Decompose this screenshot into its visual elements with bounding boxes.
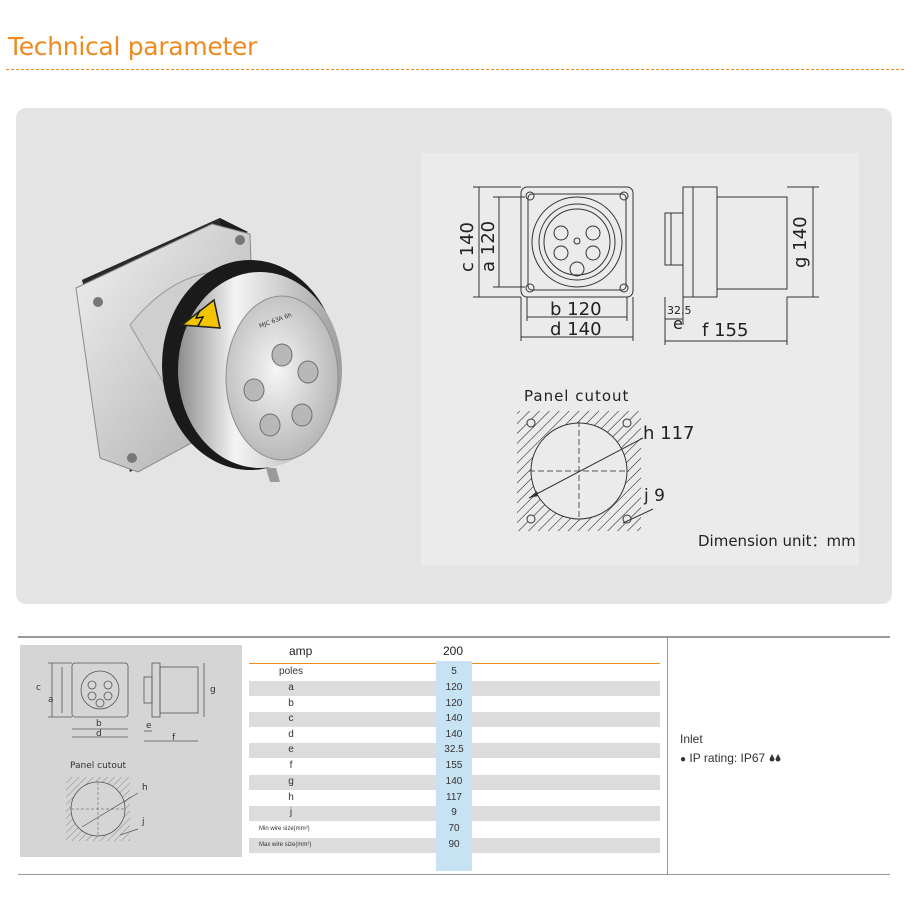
dim-e-letter: e bbox=[673, 314, 683, 333]
thumb-label-c: c bbox=[36, 683, 41, 693]
row-value: 117 bbox=[446, 792, 462, 803]
row-name: Max wire size(mm²) bbox=[259, 842, 312, 848]
table-row-values: 140 bbox=[249, 728, 660, 743]
product-type: Inlet bbox=[680, 732, 703, 746]
spec-header-name: amp bbox=[289, 644, 313, 658]
row-name: j bbox=[289, 807, 293, 818]
row-value: 5 bbox=[451, 666, 457, 677]
row-value: 90 bbox=[448, 839, 460, 850]
table-row: poles bbox=[249, 665, 660, 680]
table-row-values: 90 bbox=[249, 838, 660, 853]
bullet-icon: ● bbox=[680, 754, 687, 765]
page-title: Technical parameter bbox=[8, 32, 258, 61]
ip-rating-line: ● IP rating: IP67 bbox=[680, 751, 781, 765]
water-drops-icon bbox=[769, 754, 781, 762]
row-name: Min wire size(mm²) bbox=[259, 826, 310, 832]
row-value: 9 bbox=[451, 807, 457, 818]
table-row: h bbox=[249, 791, 660, 806]
thumb-label-h: h bbox=[142, 783, 148, 793]
row-name: b bbox=[288, 698, 294, 709]
thumb-label-f: f bbox=[172, 733, 176, 743]
row-name: d bbox=[288, 729, 294, 740]
table-row-values: 140 bbox=[249, 775, 660, 790]
dim-a-label: a 120 bbox=[478, 220, 499, 272]
row-value: 140 bbox=[445, 713, 463, 724]
table-row-values: 140 bbox=[249, 712, 660, 727]
dim-b-label: b 120 bbox=[550, 299, 602, 320]
row-name: f bbox=[289, 760, 293, 771]
thumb-label-e: e bbox=[146, 721, 152, 731]
row-value: 120 bbox=[445, 682, 463, 693]
table-row: d bbox=[249, 728, 660, 743]
row-name: e bbox=[288, 744, 294, 755]
table-row-values: 117 bbox=[249, 791, 660, 806]
row-name: c bbox=[288, 713, 294, 724]
row-value: 140 bbox=[445, 729, 463, 740]
table-row: Min wire size(mm²) bbox=[249, 822, 660, 837]
table-row-values: 155 bbox=[249, 759, 660, 774]
table-top-rule bbox=[18, 636, 890, 638]
title-divider bbox=[6, 69, 904, 70]
table-row-values: 70 bbox=[249, 822, 660, 837]
thumbnail-drawing: c a b d e f g Panel cutout h j bbox=[20, 645, 242, 857]
row-value: 140 bbox=[445, 776, 463, 787]
thumb-cutout-title: Panel cutout bbox=[70, 761, 127, 771]
value-column-highlight bbox=[436, 661, 472, 871]
row-value: 120 bbox=[445, 698, 463, 709]
row-value: 32.5 bbox=[444, 744, 464, 755]
dim-f-label: f 155 bbox=[702, 320, 749, 341]
thumb-label-b: b bbox=[96, 719, 102, 729]
table-row-values: 120 bbox=[249, 681, 660, 696]
table-row-values: 5 bbox=[249, 665, 660, 680]
dimension-lines bbox=[473, 186, 819, 531]
dim-h-label: h 117 bbox=[643, 423, 695, 444]
spec-header-value: 200 bbox=[443, 644, 464, 658]
table-row-values: 120 bbox=[249, 697, 660, 712]
table-row-values: 32.5 bbox=[249, 743, 660, 758]
dim-c-label: c 140 bbox=[457, 222, 478, 272]
thumb-label-g: g bbox=[210, 685, 216, 695]
thumbnail-lines bbox=[48, 662, 205, 841]
info-divider bbox=[667, 637, 668, 874]
ip-rating-text: IP rating: IP67 bbox=[689, 751, 766, 765]
row-name: g bbox=[288, 776, 294, 787]
dim-j-label: j 9 bbox=[644, 486, 665, 506]
cutout-title: Panel cutout bbox=[524, 387, 630, 405]
thumb-label-j: j bbox=[142, 817, 145, 827]
row-name: poles bbox=[279, 666, 303, 677]
table-row: b bbox=[249, 697, 660, 712]
row-name: a bbox=[288, 682, 294, 693]
dimension-unit-note: Dimension unit：mm bbox=[698, 532, 856, 550]
thumb-label-d: d bbox=[96, 729, 102, 739]
table-bottom-rule bbox=[18, 874, 890, 875]
row-name: h bbox=[288, 792, 294, 803]
table-row-values: 9 bbox=[249, 806, 660, 821]
thumb-label-a: a bbox=[48, 695, 54, 705]
dim-d-label: d 140 bbox=[550, 319, 602, 340]
dim-e-value: 32.5 bbox=[667, 304, 692, 317]
row-value: 70 bbox=[448, 823, 460, 834]
row-value: 155 bbox=[445, 760, 463, 771]
dim-g-label: g 140 bbox=[790, 216, 811, 268]
product-photo: MJC 63A 6h bbox=[75, 218, 342, 482]
table-row: f bbox=[249, 759, 660, 774]
